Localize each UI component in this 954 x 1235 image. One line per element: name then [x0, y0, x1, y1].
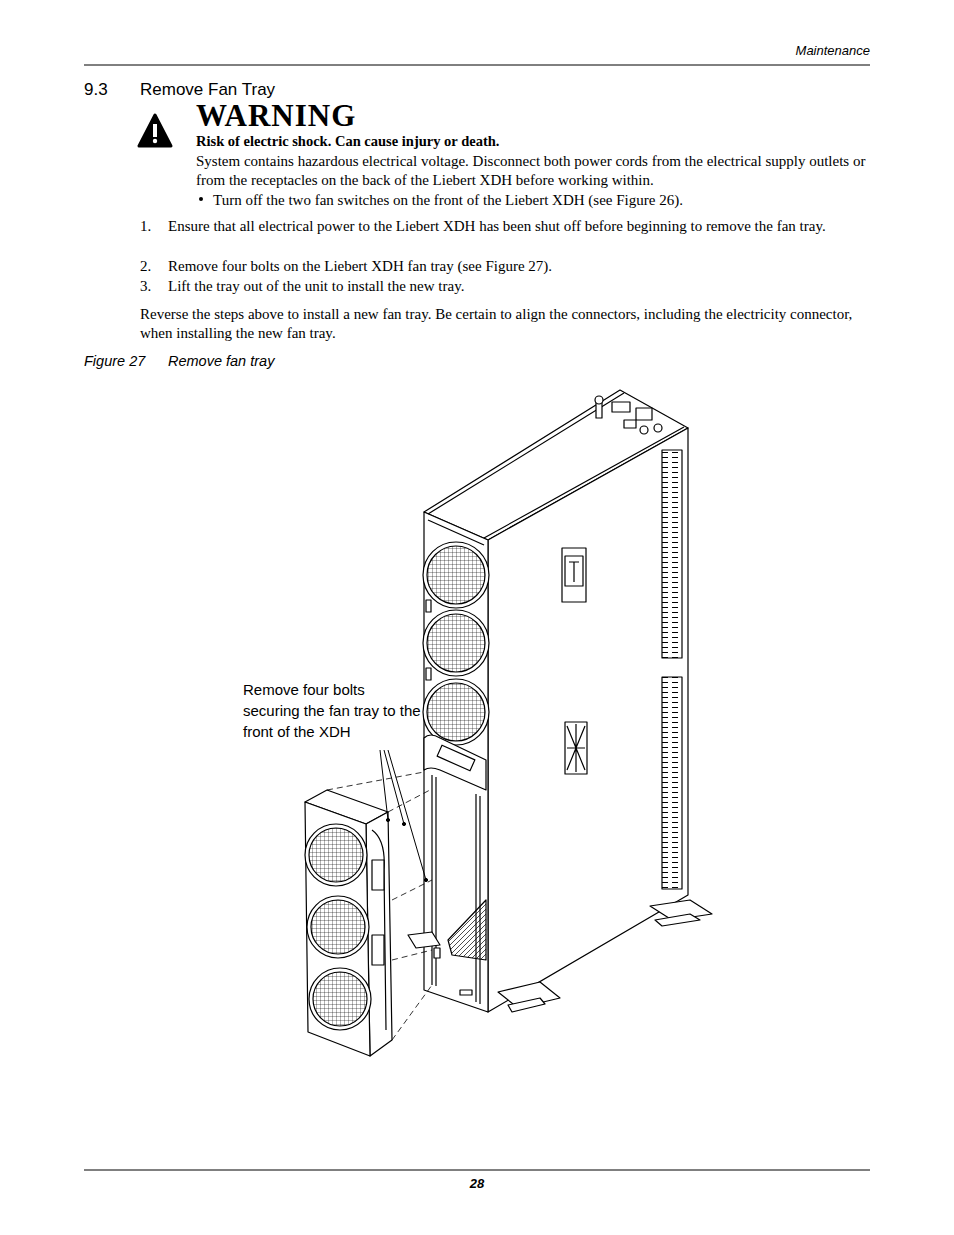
section-number: 9.3: [84, 80, 108, 100]
xdh-cabinet: [408, 390, 712, 1012]
warning-subheading: Risk of electric shock. Can cause injury…: [196, 133, 499, 150]
leader-lines: [380, 750, 428, 882]
warning-heading: WARNING: [196, 98, 356, 134]
bullet-text: Turn off the two fan switches on the fro…: [213, 191, 873, 210]
callout-text: Remove four bolts securing the fan tray …: [243, 679, 421, 742]
figure-caption: Remove fan tray: [168, 353, 274, 369]
bullet: [199, 197, 203, 201]
page-number: 28: [0, 1176, 954, 1191]
section-heading: Remove Fan Tray: [140, 80, 275, 100]
step-text: Remove four bolts on the Liebert XDH fan…: [168, 257, 873, 276]
warning-text: System contains hazardous electrical vol…: [196, 152, 876, 190]
fan-tray: [305, 790, 392, 1056]
footer-rule: [84, 1170, 870, 1171]
header-rule: [84, 65, 870, 66]
step-number: 3.: [140, 277, 151, 296]
alignment-guides: [327, 772, 432, 1040]
warning-icon: [139, 115, 171, 146]
step-number: 1.: [140, 217, 151, 236]
step-number: 2.: [140, 257, 151, 276]
paragraph: Reverse the steps above to install a new…: [140, 305, 875, 343]
running-header: Maintenance: [796, 43, 870, 58]
step-text: Lift the tray out of the unit to install…: [168, 277, 873, 296]
step-text: Ensure that all electrical power to the …: [168, 217, 873, 236]
figure-number: Figure 27: [84, 353, 145, 369]
